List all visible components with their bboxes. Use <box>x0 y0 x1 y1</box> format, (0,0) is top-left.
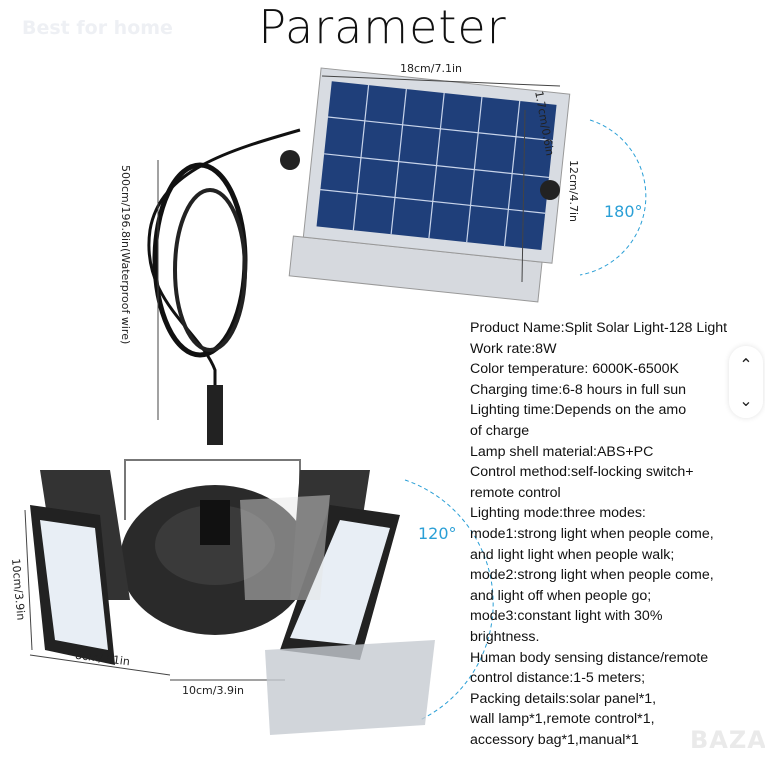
panel-width-label: 18cm/7.1in <box>400 62 462 75</box>
page-title: Parameter <box>258 0 507 54</box>
site-watermark: BAZAR <box>690 726 765 754</box>
solar-panel <box>288 67 571 303</box>
panel-rotation-label: 180° <box>604 202 643 221</box>
spec-line: of charge <box>470 422 530 439</box>
wire-length-label: 500cm/196.8in(Waterproof wire) <box>119 165 132 345</box>
spec-line: control distance:1-5 meters; <box>470 670 646 687</box>
cable <box>147 128 301 440</box>
lamp-rotation-label: 120° <box>418 524 457 543</box>
chevron-up-icon[interactable]: ⌃ <box>739 354 753 374</box>
spec-line: Lighting time:Depends on the amo <box>470 402 687 419</box>
spec-line: and light light when people walk; <box>470 546 675 563</box>
panel-height-label: 12cm/4.7in <box>567 160 580 222</box>
spec-line: Lamp shell material:ABS+PC <box>470 443 654 460</box>
spec-line: mode3:constant light with 30% <box>470 608 663 625</box>
panel-knob <box>540 180 560 200</box>
image-scroller: ⌃ ⌄ <box>729 346 763 418</box>
spec-line: Packing details:solar panel*1, <box>470 690 657 707</box>
panel-knob <box>280 150 300 170</box>
spec-line: and light off when people go; <box>470 587 652 604</box>
spec-line: Lighting mode:three modes: <box>470 505 646 522</box>
lamp-width-label: 10cm/3.9in <box>182 684 244 697</box>
spec-line: Color temperature: 6000K-6500K <box>470 361 679 378</box>
cable-coil-inner <box>173 188 247 352</box>
spec-line: Control method:self-locking switch+ <box>470 464 694 481</box>
spec-line: Charging time:6-8 hours in full sun <box>470 381 687 398</box>
cable-connector <box>207 385 223 445</box>
spec-line: brightness. <box>470 628 540 645</box>
spec-line: Human body sensing distance/remote <box>470 649 709 666</box>
spec-list: Product Name:Split Solar Light-128 Light… <box>470 318 765 750</box>
spec-line: remote control <box>470 484 561 501</box>
spec-line: wall lamp*1,remote control*1, <box>470 711 655 728</box>
spec-line: Work rate:8W <box>470 340 557 357</box>
spec-line: Product Name:Split Solar Light-128 Light <box>470 320 728 336</box>
spec-line: mode1:strong light when people come, <box>470 525 714 542</box>
spec-line: accessory bag*1,manual*1 <box>470 731 639 748</box>
spec-line: mode2:strong light when people come, <box>470 567 714 584</box>
lamp <box>30 459 435 735</box>
brand-watermark: Best for home <box>22 17 173 39</box>
chevron-down-icon[interactable]: ⌄ <box>739 390 753 410</box>
